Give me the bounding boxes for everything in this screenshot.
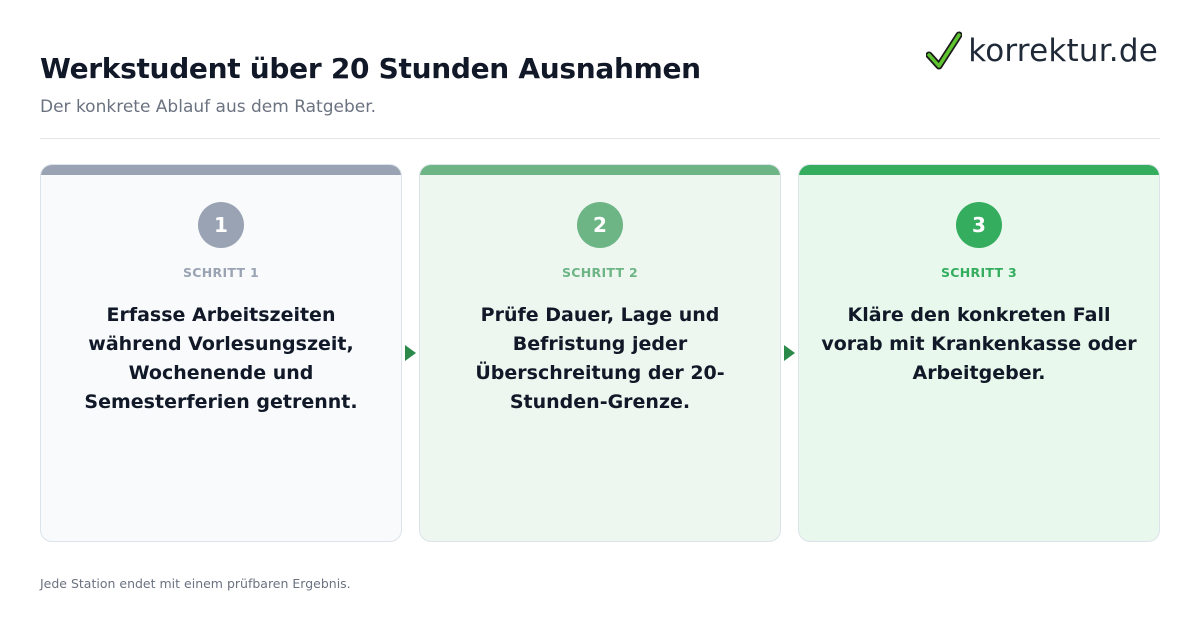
brand-logo: korrektur.de <box>926 30 1158 72</box>
step-number-badge: 3 <box>956 202 1002 248</box>
step-accent-bar <box>799 165 1159 175</box>
logo-text: korrektur.de <box>968 33 1158 69</box>
page-title: Werkstudent über 20 Stunden Ausnahmen <box>40 52 701 85</box>
step-label: SCHRITT 2 <box>561 265 638 280</box>
step-label: SCHRITT 3 <box>940 265 1017 280</box>
step-number-badge: 1 <box>198 202 244 248</box>
step-description: Prüfe Dauer, Lage und Befristung jeder Ü… <box>475 304 725 413</box>
arrow-right-icon <box>405 345 416 361</box>
step-card-1: 1 SCHRITT 1 Erfasse Arbeitszeiten währen… <box>40 164 402 542</box>
step-card-2: 2 SCHRITT 2 Prüfe Dauer, Lage und Befris… <box>419 164 781 542</box>
step-accent-bar <box>420 165 780 175</box>
step-card-3: 3 SCHRITT 3 Kläre den konkreten Fall vor… <box>798 164 1160 542</box>
step-number-badge: 2 <box>577 202 623 248</box>
arrow-right-icon <box>784 345 795 361</box>
header-divider <box>40 138 1160 139</box>
footer-note: Jede Station endet mit einem prüfbaren E… <box>40 576 351 591</box>
step-description: Erfasse Arbeitszeiten während Vorlesungs… <box>84 304 358 413</box>
checkmark-icon <box>926 31 963 70</box>
page-subtitle: Der konkrete Ablauf aus dem Ratgeber. <box>40 97 377 117</box>
step-description: Kläre den konkreten Fall vorab mit Krank… <box>821 304 1137 384</box>
step-accent-bar <box>41 165 401 175</box>
step-label: SCHRITT 1 <box>182 265 259 280</box>
